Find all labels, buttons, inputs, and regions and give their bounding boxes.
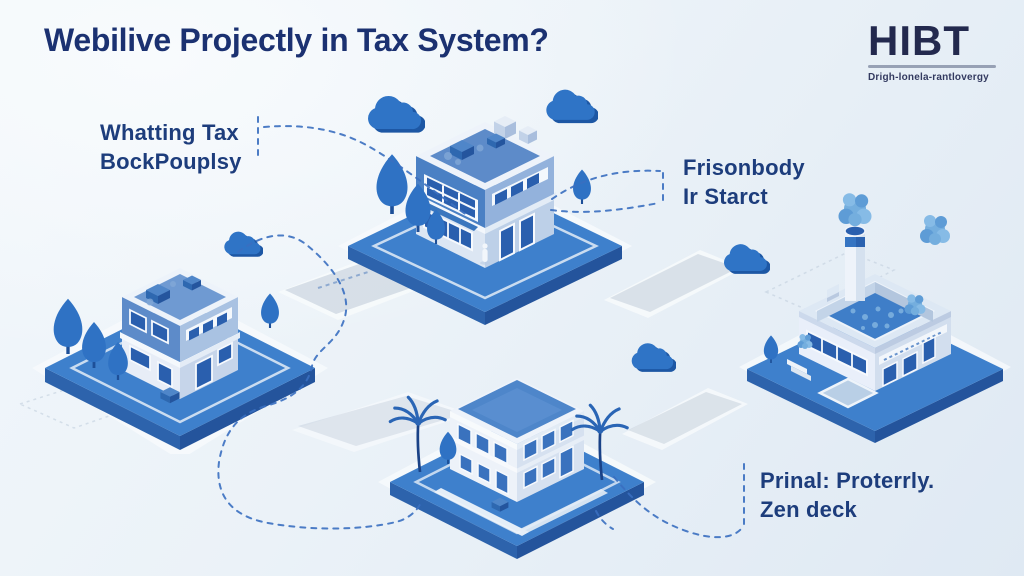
lot-outlines	[17, 251, 896, 429]
awning	[422, 202, 478, 231]
house-building-icon	[414, 116, 556, 268]
chimney-icon	[519, 126, 537, 144]
annotation-bottom-right: Prinal: Proterrly. Zen deck	[760, 466, 934, 524]
annotation-line: Zen deck	[760, 497, 857, 523]
building-scene-right	[739, 193, 1011, 443]
building-scene-left	[32, 268, 328, 454]
annotation-line: Frisonbody	[683, 155, 805, 180]
road-strips	[278, 250, 748, 452]
road-strip	[610, 254, 738, 312]
annotation-line: Ir Starct	[683, 184, 768, 210]
annotation-line: Prinal: Proterrly.	[760, 468, 935, 493]
building-scene-bottom-center	[378, 378, 656, 559]
dashed-connector	[595, 510, 614, 530]
pool-texture	[850, 306, 904, 330]
steps	[787, 359, 811, 381]
dashed-connector	[550, 202, 660, 213]
annotation-line: Whatting Tax	[100, 120, 239, 145]
building-scene-top-center	[338, 116, 632, 325]
dashed-connector	[217, 234, 423, 530]
dashed-connector	[551, 169, 661, 200]
annotation-top-left: Whatting Tax BockPouplsy	[100, 118, 242, 176]
windows	[457, 419, 574, 496]
windows	[129, 308, 233, 391]
brand-logo: HIBT Drigh-lonela-rantlovergy	[868, 20, 1012, 83]
statue-icon	[480, 243, 490, 265]
brand-divider	[868, 65, 996, 68]
lot-outline	[17, 379, 153, 429]
brand-tagline: Drigh-lonela-rantlovergy	[868, 72, 989, 83]
walkway	[518, 489, 608, 534]
flat-roof-building-icon	[450, 378, 584, 502]
annotation-line: BockPouplsy	[100, 149, 242, 175]
annotation-right: Frisonbody Ir Starct	[683, 153, 805, 211]
dashed-connector	[263, 125, 469, 217]
office-building-icon	[120, 268, 240, 399]
walkway	[434, 488, 529, 536]
window-panes	[495, 173, 539, 205]
lot-outline	[764, 251, 896, 313]
doors	[499, 212, 535, 262]
courtyard-building-icon	[787, 225, 951, 391]
dashed-connector	[613, 476, 742, 539]
windows	[882, 335, 936, 388]
page-title: Webilive Projectly in Tax System?	[44, 22, 549, 58]
road-strip	[628, 392, 742, 444]
window-panes	[189, 312, 227, 341]
pad	[817, 377, 879, 409]
brand-name: HIBT	[868, 17, 970, 64]
road-strip	[298, 396, 464, 446]
